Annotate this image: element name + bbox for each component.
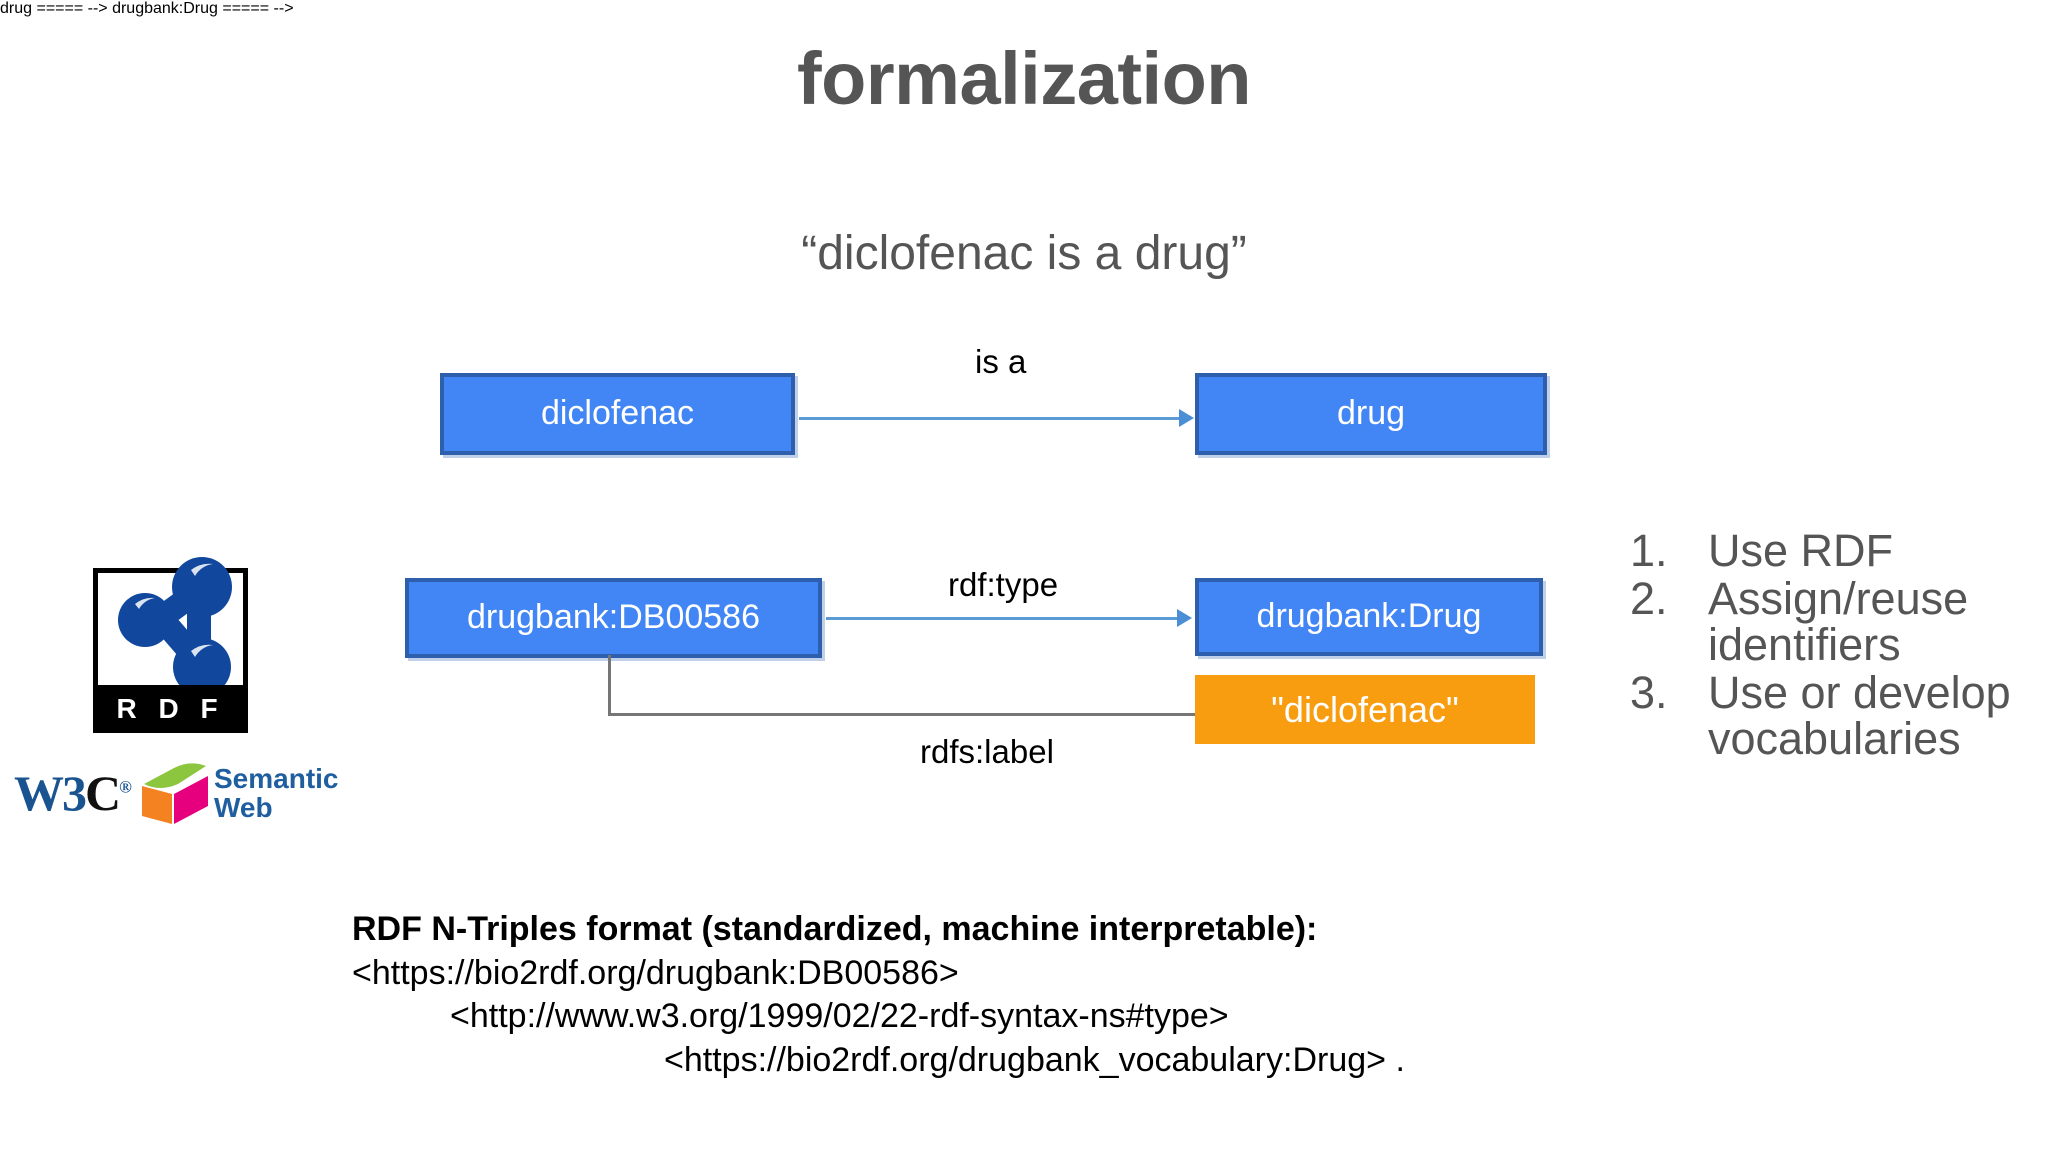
ntriples-predicate-line: <http://www.w3.org/1999/02/22-rdf-syntax…: [450, 997, 1229, 1036]
edge-rdf-type-line: [826, 617, 1179, 620]
edge-rdf-type-arrowhead-icon: [1177, 609, 1192, 627]
edge-is-a-label: is a: [975, 343, 1027, 380]
ntriples-heading: RDF N-Triples format (standardized, mach…: [352, 910, 1318, 948]
steps-list: 1. Use RDF 2. Assign/reuse identifiers 3…: [1630, 528, 2030, 763]
rdf-logo-caption: R D F: [93, 685, 248, 733]
edge-is-a-line: [799, 417, 1181, 420]
list-item-number: 1.: [1630, 525, 1668, 576]
rdf-logo: R D F: [93, 557, 248, 733]
node-drug-label: drug: [1336, 394, 1406, 433]
ntriples-block: RDF N-Triples format (standardized, mach…: [352, 908, 1405, 1082]
subtitle-statement: “diclofenac is a drug”: [801, 227, 1247, 280]
node-drugbank-drug: drugbank:Drug: [1195, 578, 1543, 656]
rdf-molecule-icon: [118, 557, 232, 696]
edge-is-a-arrowhead-icon: [1179, 409, 1194, 427]
w3c-c-text: C: [85, 765, 121, 821]
list-item-number: 3.: [1630, 666, 1668, 718]
node-diclofenac: diclofenac: [440, 373, 795, 455]
w3c-w3-text: W3: [14, 765, 87, 821]
semantic-web-line-1: Semantic: [214, 763, 339, 794]
ntriples-object-line: <https://bio2rdf.org/drugbank_vocabulary…: [664, 1040, 1405, 1079]
list-item-text: Use or develop vocabularies: [1708, 666, 2011, 764]
list-item-text: Use RDF: [1708, 525, 1894, 576]
page-title: formalization: [797, 37, 1251, 120]
list-item: 1. Use RDF: [1630, 528, 2030, 574]
node-drugbank-db00586: drugbank:DB00586: [405, 578, 822, 658]
list-item-number: 2.: [1630, 572, 1668, 624]
edge-rdfs-label-horizontal-segment: [608, 713, 1197, 716]
edge-rdf-type-label: rdf:type: [948, 566, 1059, 603]
node-drug: drug: [1195, 373, 1547, 455]
semantic-web-cube-icon: [142, 763, 208, 824]
node-drugbank-db00586-label: drugbank:DB00586: [466, 598, 760, 637]
node-drugbank-drug-label: drugbank:Drug: [1256, 597, 1482, 636]
list-item: 3. Use or develop vocabularies: [1630, 666, 2030, 764]
node-literal-diclofenac: "diclofenac": [1195, 675, 1535, 744]
semantic-web-line-2: Web: [214, 792, 273, 824]
list-item-text: Assign/reuse identifiers: [1708, 572, 1969, 670]
w3c-wordmark: W3C®: [14, 764, 132, 822]
node-diclofenac-label: diclofenac: [540, 394, 695, 433]
node-literal-diclofenac-label: "diclofenac": [1271, 688, 1459, 730]
ntriples-subject-line: <https://bio2rdf.org/drugbank:DB00586>: [352, 953, 959, 992]
semantic-web-wordmark: Semantic Web: [214, 764, 339, 822]
edge-rdfs-label-label: rdfs:label: [920, 733, 1054, 770]
list-item: 2. Assign/reuse identifiers: [1630, 572, 2030, 670]
w3c-semantic-web-logo: W3C® Semantic Web: [14, 762, 364, 828]
edge-rdfs-label-vertical-segment: [608, 655, 611, 716]
registered-mark-icon: ®: [119, 777, 132, 797]
